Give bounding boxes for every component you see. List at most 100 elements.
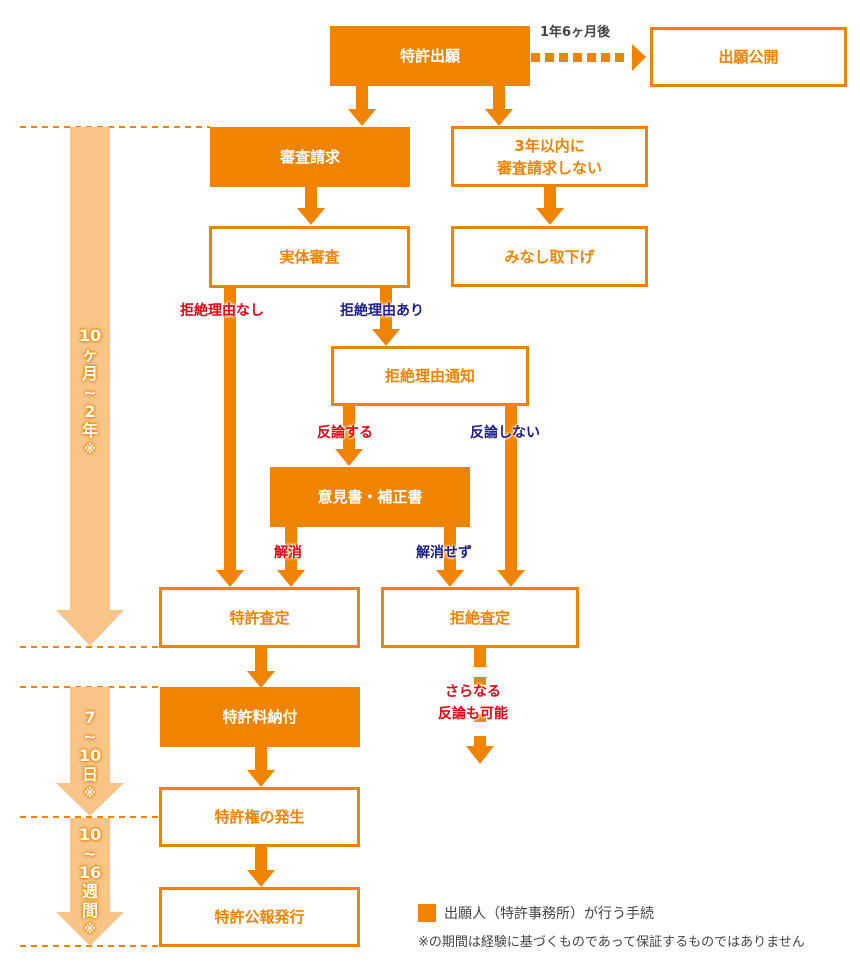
connector-line [544,186,556,208]
node-deemed-withdrawn: みなし取下げ [451,226,648,287]
label-line: 反論も可能 [438,706,508,722]
arrow-head [485,109,513,126]
dash-segment [587,53,596,62]
legend-swatch [418,904,436,922]
arrow-head [216,570,244,587]
connector-line [474,714,486,722]
arrow-head [335,449,363,466]
label-publication-delay: 1年6ヶ月後 [540,25,611,40]
node-label: みなし取下げ [504,247,595,266]
connector-line [255,846,267,870]
node-exam-request: 審査請求 [210,127,410,187]
timeline-char: ※ [84,786,96,800]
timeline-char: ※ [84,922,96,936]
node-label: 審査請求 [279,148,340,166]
arrow-head [247,770,275,787]
node-label-line: 3年以内に [514,136,585,155]
node-substantive-exam: 実体審査 [209,226,410,288]
label-has-reasons: 拒絶理由あり [340,303,424,319]
timeline-char: 月 [81,364,98,383]
node-application: 特許出願 [330,26,530,86]
arrow-head [436,570,464,587]
label-further-appeal: さらなる 反論も可能 [438,681,508,725]
timeline-char: ~ [83,844,97,863]
arrow-head [536,208,564,225]
connector-line [255,746,267,770]
label-not-resolved: 解消せず [416,545,472,561]
arrow-head [466,746,494,764]
connector-line [505,405,517,570]
node-label: 特許査定 [229,608,290,627]
timeline-label-1: 10 ヶ 月 ~ 2 年 ※ [70,326,110,459]
node-publication: 出願公開 [650,27,847,87]
legend-text: 出願人（特許事務所）が行う手続 [444,906,654,922]
arrow-head [497,570,525,587]
timeline-char: 16 [78,863,102,882]
node-label: 意見書・補正書 [317,488,423,506]
dash-segment [601,53,610,62]
timeline-arrow-2 [56,687,124,816]
dash-segment [559,53,568,62]
label-resolved: 解消 [274,545,302,561]
timeline-char: 週 [81,882,98,901]
timeline-char: 年 [81,421,98,440]
node-gazette: 特許公報発行 [159,887,360,947]
connector-line [474,677,486,685]
timeline-char: ヶ [81,345,98,364]
arrow-head [247,671,275,688]
node-grant-decision: 特許査定 [159,587,360,648]
timeline-char: 7 [84,708,96,727]
legend: 出願人（特許事務所）が行う手続 [418,903,654,923]
node-label: 拒絶理由通知 [384,367,475,385]
connector-line [493,85,505,109]
node-fee-payment: 特許料納付 [160,687,360,747]
dash-segment [545,53,554,62]
timeline-char: ~ [83,727,97,746]
connector-line [285,527,297,570]
arrow-head [632,44,646,71]
dash-segment [531,53,540,62]
label-line: さらなる [445,684,501,700]
dash-segment [615,53,624,62]
connector-line [444,527,456,570]
timeline-char: 間 [81,901,98,920]
node-label: 特許権の発生 [214,808,305,826]
arrow-head [277,570,305,587]
connector-line [255,647,267,671]
node-label-line: 審査請求しない [496,158,602,177]
arrow-head [247,870,275,887]
connector-line [224,287,236,570]
label-no-reasons: 拒絶理由なし [180,303,264,319]
label-not-argue: 反論しない [470,425,540,441]
connector-line [380,287,392,329]
timeline-char: 2 [84,402,96,421]
node-label: 実体審査 [279,248,340,266]
node-label: 特許出願 [399,47,460,65]
timeline-char: ※ [84,442,96,456]
timeline-label-3: 10 ~ 16 週 間 ※ [70,825,110,939]
node-label: 出願公開 [718,48,779,66]
node-label: 拒絶査定 [449,608,510,627]
node-right-arises: 特許権の発生 [159,787,360,847]
timeline-arrow-3 [56,818,124,946]
node-response: 意見書・補正書 [270,467,470,527]
timeline-char: 10 [78,746,102,765]
connector-line [474,647,486,667]
arrow-head [372,329,400,346]
label-argue: 反論する [317,425,373,441]
connector-line [343,405,355,449]
timeline-char: ~ [83,383,97,402]
timeline-char: 10 [78,825,102,844]
node-rejection-decision: 拒絶査定 [381,587,579,648]
node-no-request: 3年以内に 審査請求しない [451,126,648,187]
timeline-arrow-1 [56,127,124,646]
footnote: ※の期間は経験に基づくものであって保証するものではありません [418,935,805,950]
connector-line [305,186,317,208]
arrow-head [348,109,376,126]
dash-segment [573,53,582,62]
node-label: 特許公報発行 [214,908,305,926]
connector-line [474,736,486,746]
timeline-char: 日 [81,765,98,784]
